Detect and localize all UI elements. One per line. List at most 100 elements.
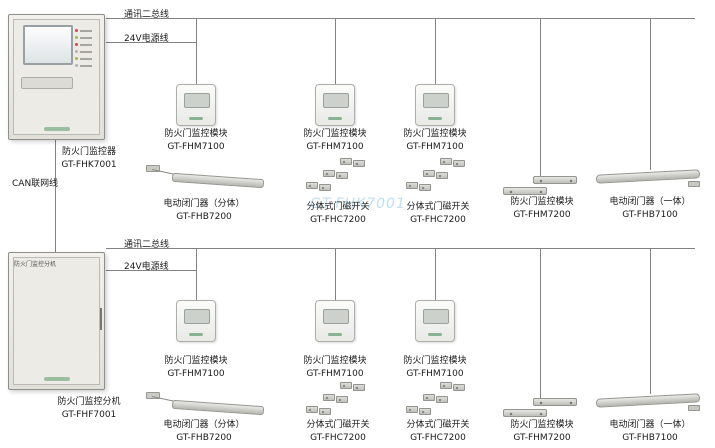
door-closer-split-bottom-label: 电动闭门器（分体） GT-FHB7200: [148, 419, 260, 445]
indicator-led: [75, 29, 78, 32]
brand-logo: [328, 333, 342, 336]
device-name: 防火门监控分机: [57, 397, 121, 407]
indicator-row: [75, 27, 99, 34]
monitor-module-bottom-3: [415, 300, 455, 342]
drop-line-top-3: [435, 18, 436, 84]
device-name: 防火门监控模块: [164, 356, 228, 366]
indicator-row: [75, 62, 99, 69]
magnet-block: [306, 182, 318, 189]
sub-cabinet-label: 防火门监控分机 GT-FHF7001: [30, 396, 148, 422]
slim-module-bar: [533, 176, 577, 184]
door-closer-integrated-top-label: 电动闭门器（一体） GT-FHB7100: [594, 196, 706, 222]
magnet-block: [436, 172, 448, 179]
cabinet-door: [13, 257, 100, 385]
indicator-caption: [80, 36, 92, 39]
slim-module-bar: [533, 398, 577, 406]
indicator-caption: [80, 50, 92, 53]
module-screen: [184, 93, 210, 108]
device-name: 防火门监控模块: [303, 356, 367, 366]
indicator-led: [75, 57, 78, 60]
can-link-label: CAN联网线: [12, 179, 59, 189]
device-name: 防火门监控模块: [303, 129, 367, 139]
magnet-block: [353, 384, 365, 391]
closer-joint: [146, 165, 160, 172]
door-magnet-switch-bottom-1-label: 分体式门磁开关 GT-FHC7200: [300, 419, 376, 445]
indicator-caption: [80, 64, 92, 67]
indicator-led: [75, 36, 78, 39]
main-controller-cabinet: [8, 14, 105, 140]
device-name: 防火门监控模块: [403, 356, 467, 366]
device-name: 防火门监控器: [61, 147, 116, 157]
door-magnet-switch-bottom-1: [306, 380, 368, 420]
device-model: GT-FHC7200: [310, 215, 366, 225]
device-name: 分体式门磁开关: [406, 202, 470, 212]
brand-logo: [189, 117, 203, 120]
device-name: 电动闭门器（一体）: [609, 197, 691, 207]
brand-logo: [428, 333, 442, 336]
indicator-led: [75, 50, 78, 53]
indicator-row: [75, 48, 99, 55]
closer-joint: [146, 392, 160, 399]
printer-slot: [21, 77, 73, 89]
slim-monitor-module-bottom: [503, 398, 577, 420]
indicator-panel: [75, 27, 99, 69]
power-line-top: [106, 42, 196, 43]
monitor-module-top-1: [176, 84, 216, 126]
slim-monitor-module-top-label: 防火门监控模块 GT-FHM7200: [502, 196, 582, 222]
door-magnet-switch-top-2-label: 分体式门磁开关 GT-FHC7200: [400, 201, 476, 227]
monitor-module-bottom-1-label: 防火门监控模块 GT-FHM7100: [158, 355, 234, 381]
drop-line-bottom-3: [435, 248, 436, 300]
monitor-module-top-2: [315, 84, 355, 126]
monitor-module-bottom-1: [176, 300, 216, 342]
slim-module-bar: [503, 409, 547, 417]
power-line-bottom: [106, 270, 196, 271]
device-model: GT-FHM7100: [306, 369, 364, 379]
drop-line-bottom-4: [540, 248, 541, 400]
device-model: GT-FHB7200: [176, 433, 232, 443]
device-name: 电动闭门器（分体）: [163, 420, 245, 430]
monitor-module-top-3: [415, 84, 455, 126]
monitor-module-bottom-2: [315, 300, 355, 342]
closer-body: [171, 399, 265, 416]
watermark-text: GT-FHK7001: [310, 196, 406, 212]
magnet-block: [406, 182, 418, 189]
door-closer-integrated-bottom-label: 电动闭门器（一体） GT-FHB7100: [594, 419, 706, 445]
device-model: GT-FHB7100: [622, 210, 678, 220]
device-name: 分体式门磁开关: [406, 420, 470, 430]
device-model: GT-FHM7100: [406, 142, 464, 152]
brand-logo: [189, 333, 203, 336]
device-model: GT-FHC7200: [410, 433, 466, 443]
device-model: GT-FHM7100: [167, 369, 225, 379]
can-link-line: [55, 140, 56, 252]
drop-line-bottom-5: [650, 248, 651, 394]
monitor-module-top-3-label: 防火门监控模块 GT-FHM7100: [397, 128, 473, 154]
power-line-label-top: 24V电源线: [124, 34, 169, 44]
comm-bus-label-bottom: 通讯二总线: [124, 240, 170, 250]
module-screen: [184, 309, 210, 324]
magnet-block: [406, 406, 418, 413]
brand-logo: [428, 117, 442, 120]
closer-endcap: [688, 405, 700, 411]
door-magnet-switch-top-1: [306, 156, 368, 196]
slim-module-bar: [503, 187, 547, 195]
magnet-block: [340, 158, 352, 165]
power-line-label-bottom: 24V电源线: [124, 262, 169, 272]
device-name: 防火门监控模块: [403, 129, 467, 139]
module-screen: [323, 309, 349, 324]
door-closer-split-top: [146, 163, 268, 197]
magnet-block: [436, 396, 448, 403]
door-closer-integrated-bottom: [595, 390, 704, 414]
door-magnet-switch-bottom-2-label: 分体式门磁开关 GT-FHC7200: [400, 419, 476, 445]
magnet-block: [419, 408, 431, 415]
door-magnet-switch-top-2: [406, 156, 468, 196]
indicator-row: [75, 41, 99, 48]
door-magnet-switch-top-1-label: 分体式门磁开关 GT-FHC7200: [300, 201, 376, 227]
magnet-block: [336, 396, 348, 403]
comm-bus-line-top: [106, 18, 695, 19]
magnet-block: [419, 184, 431, 191]
door-handle: [100, 308, 102, 330]
monitor-module-bottom-3-label: 防火门监控模块 GT-FHM7100: [397, 355, 473, 381]
indicator-caption: [80, 43, 92, 46]
closer-body: [595, 393, 701, 408]
drop-line-top-2: [335, 18, 336, 84]
